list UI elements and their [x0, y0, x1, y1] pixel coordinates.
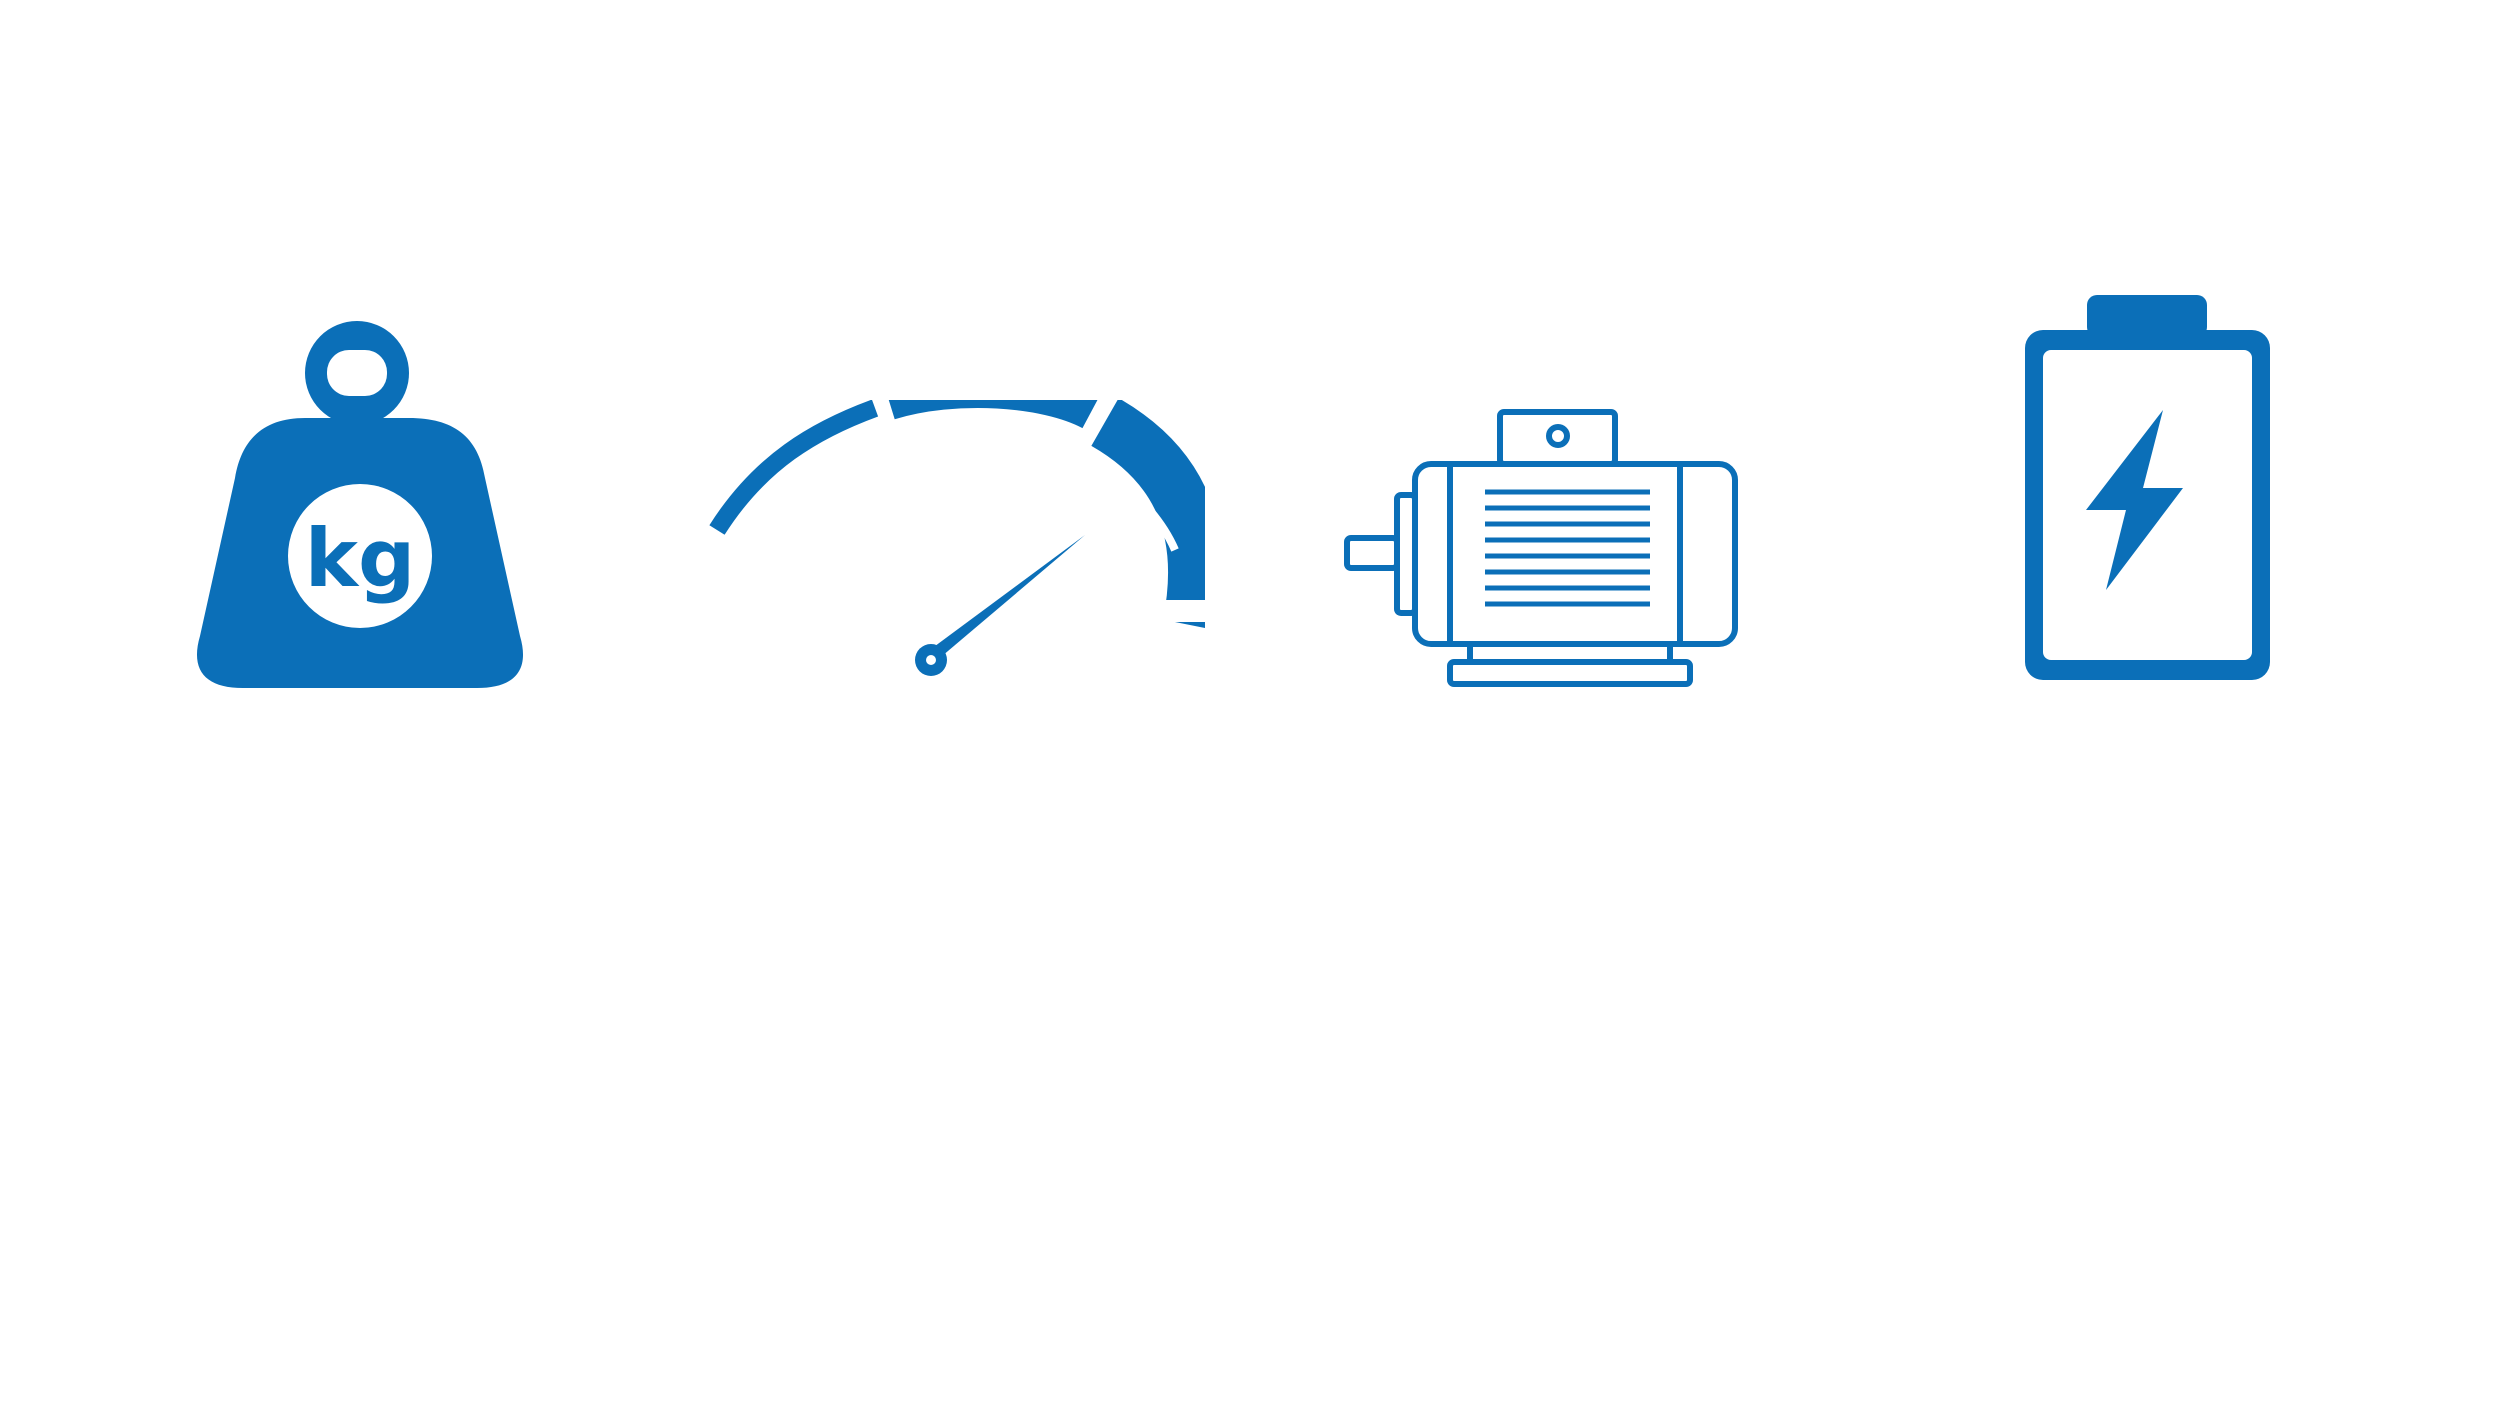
weight-unit-label: kg [305, 512, 415, 605]
speedometer-icon [705, 400, 1205, 690]
battery-charge-icon [2010, 290, 2280, 690]
electric-motor-icon [1335, 400, 1760, 690]
weight-kg-icon: kg [195, 318, 525, 688]
